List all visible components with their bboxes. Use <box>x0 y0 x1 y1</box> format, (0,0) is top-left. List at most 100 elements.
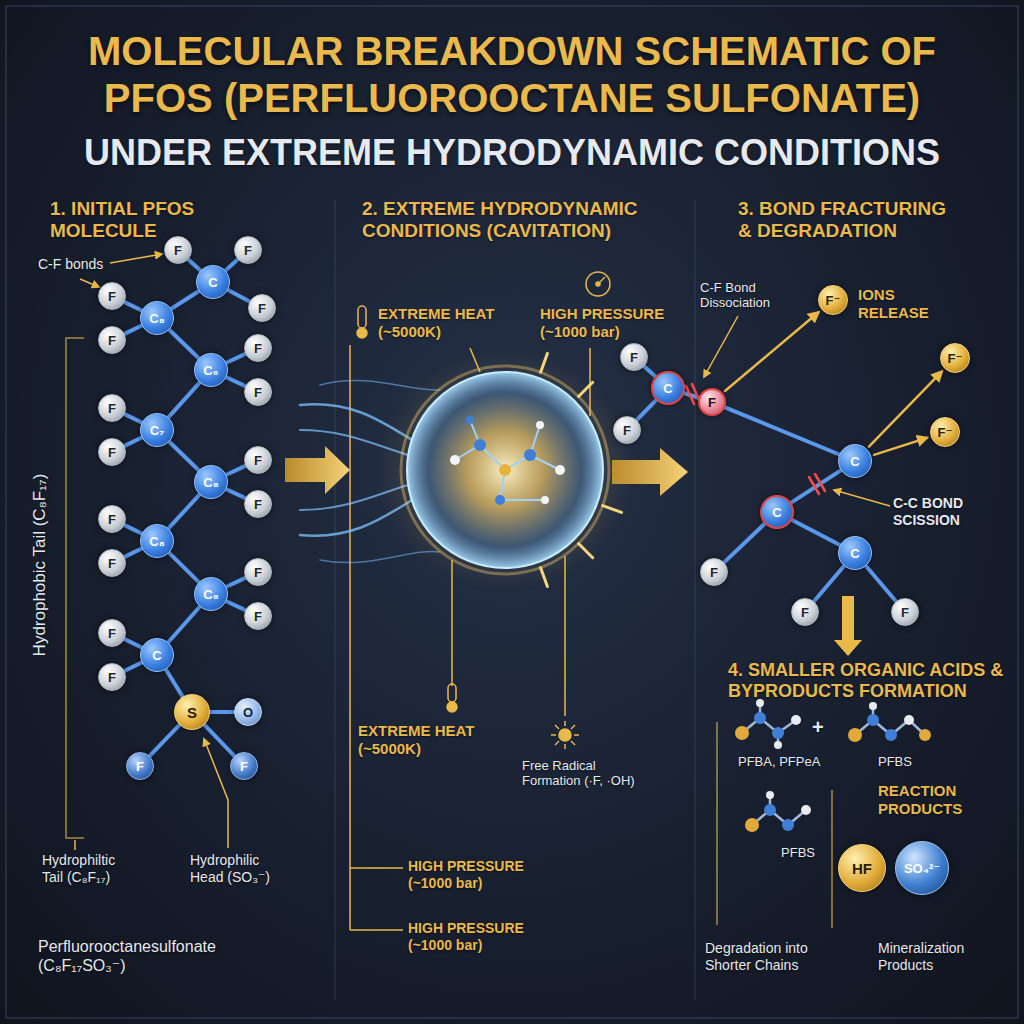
condition-label: HIGH PRESSURE (~1000 bar) <box>408 858 548 891</box>
atom-label: C₈ <box>203 476 218 489</box>
bond-line <box>644 366 655 376</box>
plus-sign: + <box>812 716 836 740</box>
atom-circle: F <box>248 294 276 322</box>
bond-line <box>168 383 199 418</box>
leader-lines <box>66 254 890 930</box>
bond-line <box>226 489 245 498</box>
bond-line <box>125 525 142 533</box>
subtitle: UNDER EXTREME HYDRODYNAMIC CONDITIONS <box>12 132 1012 174</box>
atom-label: F <box>108 557 116 570</box>
bond-line <box>168 607 199 643</box>
atom-circle: C₈ <box>140 301 174 335</box>
bond-line <box>188 259 200 270</box>
atom-circle: C₈ <box>194 465 228 499</box>
bond-line <box>814 566 844 601</box>
atom-label: F <box>108 402 116 415</box>
atom-circle: F <box>613 416 641 444</box>
atom-circle: O <box>234 698 262 726</box>
atom-circle: F <box>98 394 126 422</box>
atom-circle: F <box>244 378 272 406</box>
product-circle: HF <box>838 844 886 892</box>
atom-circle: C₇ <box>140 413 174 447</box>
atom-circle: F <box>98 438 126 466</box>
sun-icon <box>551 721 579 749</box>
annotation: C-C BOND SCISSION <box>893 495 1003 528</box>
ion-circle: F⁻ <box>818 285 848 315</box>
atom-circle: F <box>98 619 126 647</box>
annotation: IONS RELEASE <box>858 286 968 321</box>
atom-circle: F <box>698 388 726 416</box>
atom-circle: F <box>164 236 192 264</box>
atom-circle: F <box>230 752 258 780</box>
annotation: Hydrophiltic Tail (C₈F₁₇) <box>42 852 137 885</box>
product-name: PFBS <box>878 754 938 769</box>
fracture-mark <box>686 384 825 494</box>
atom-label: F <box>108 513 116 526</box>
frame <box>6 6 1018 1018</box>
bond-line <box>226 377 245 386</box>
atom-label: S <box>187 705 197 720</box>
atom-circle: C <box>838 444 872 478</box>
atom-label: F <box>901 606 909 619</box>
bond-line <box>171 291 198 309</box>
product-circle: SO₄²⁻ <box>895 841 949 895</box>
atom-circle: C₆ <box>194 353 228 387</box>
bond-line <box>150 725 180 756</box>
bond-line <box>226 578 245 587</box>
atom-label: F <box>254 454 262 467</box>
bond-line <box>226 259 238 270</box>
atom-label: F <box>258 302 266 315</box>
atom-label: F <box>254 498 262 511</box>
atom-circle: C <box>760 495 794 529</box>
atom-circle: F <box>791 598 819 626</box>
bond-line <box>125 639 142 647</box>
atom-label: F <box>708 396 716 409</box>
bond-line <box>166 669 183 696</box>
atom-label: F <box>630 351 638 364</box>
annotation: C-F bonds <box>38 256 118 273</box>
cavitation-bubble <box>375 350 635 590</box>
atom-label: C₈ <box>149 535 164 548</box>
bond-line <box>226 601 245 610</box>
atom-circle: F <box>98 282 126 310</box>
atom-circle: F <box>244 490 272 518</box>
bond-line <box>169 442 199 470</box>
section-heading: 3. BOND FRACTURING & DEGRADATION <box>738 198 958 243</box>
bond-line <box>228 290 250 301</box>
atom-circle: F <box>234 236 262 264</box>
section-heading: 4. SMALLER ORGANIC ACIDS & BYPRODUCTS FO… <box>728 660 1013 702</box>
bond-line <box>169 330 199 358</box>
atom-label: O <box>243 706 253 719</box>
atom-label: F <box>710 566 718 579</box>
condition-label: EXTREME HEAT (~5000K) <box>378 305 518 340</box>
ion-circle: F⁻ <box>930 417 960 447</box>
atom-label: F⁻ <box>948 352 963 365</box>
section-heading: 1. INITIAL PFOS MOLECULE <box>50 198 220 243</box>
bond-line <box>125 662 142 670</box>
atom-circle: F <box>244 334 272 362</box>
atom-label: F <box>108 290 116 303</box>
atom-label: F <box>108 446 116 459</box>
bond-line <box>724 524 765 563</box>
atom-label: C <box>850 547 859 560</box>
atom-label: C₆ <box>203 364 218 377</box>
atom-label: C <box>772 506 781 519</box>
bond-line <box>637 400 656 420</box>
atom-label: F <box>801 606 809 619</box>
atom-circle: F <box>98 326 126 354</box>
bond-line <box>204 725 234 756</box>
bond-line <box>792 520 840 545</box>
atom-label: F <box>254 610 262 623</box>
atom-label: C <box>152 649 161 662</box>
side-label: Hydrophobic Tail (C₈F₁₇) <box>30 425 50 705</box>
thermometer-icon <box>357 306 457 712</box>
atom-label: F <box>254 342 262 355</box>
atom-circle: F <box>98 663 126 691</box>
atom-circle: F <box>891 598 919 626</box>
condition-label: EXTREME HEAT (~5000K) <box>358 722 488 757</box>
bond-line <box>125 302 142 310</box>
bond-line <box>168 495 199 529</box>
bond-line <box>125 548 142 556</box>
